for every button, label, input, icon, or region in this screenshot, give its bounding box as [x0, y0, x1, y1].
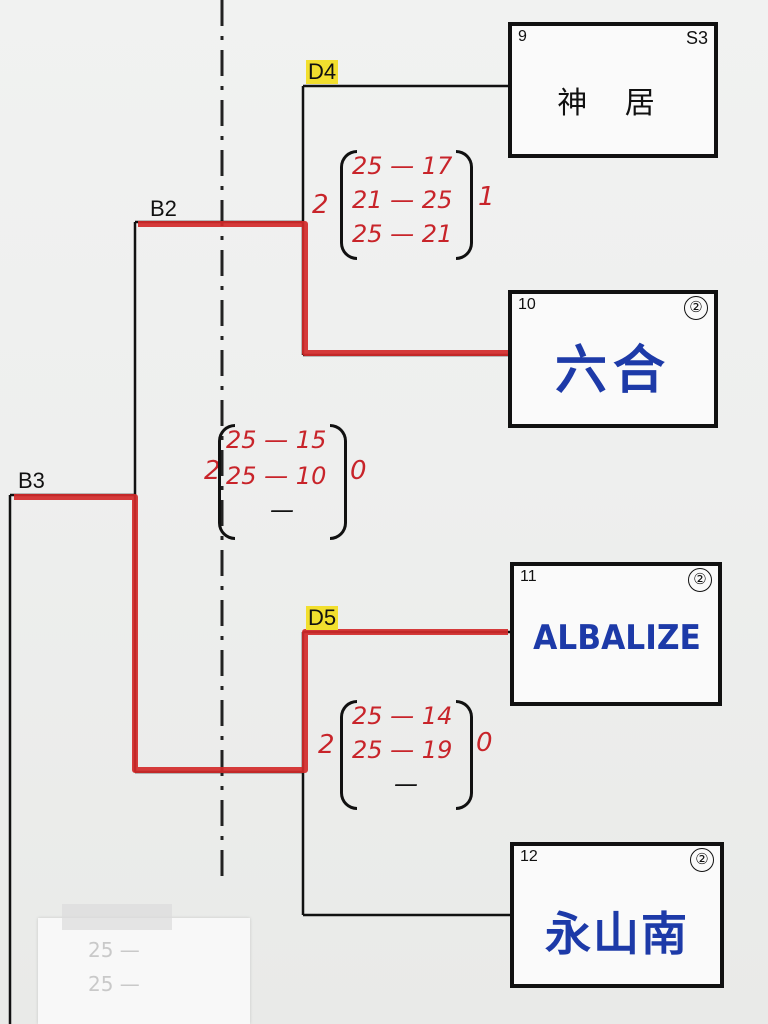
score-set-1: 25 — 17 [352, 152, 453, 180]
masking-tape [62, 904, 172, 930]
team-box-12: 12 ② 永山南 [510, 842, 724, 988]
set-count-left: 2 [318, 730, 335, 760]
set-count-right: 0 [350, 456, 367, 486]
seed-number: 9 [518, 28, 527, 45]
round-label-b2: B2 [150, 196, 177, 221]
score-set-1: 25 — 14 [352, 702, 453, 730]
round-label-b3: B3 [18, 468, 45, 493]
winner-path-b3 [14, 494, 508, 773]
winner-paths [14, 221, 508, 773]
bracket-paren-right [456, 150, 473, 260]
score-set-3: — [394, 770, 418, 798]
team-box-11: 11 ② ALBALIZE [510, 562, 722, 706]
team-box-9: 9 S3 神 居 [508, 22, 718, 158]
seed-badge: ② [688, 568, 712, 592]
seed-badge: S3 [685, 28, 708, 48]
seed-badge: ② [684, 296, 708, 320]
seed-badge: ② [690, 848, 714, 872]
score-set-2: 25 — 19 [352, 736, 453, 764]
team-name: 永山南 [545, 907, 689, 961]
team-name: 六合 [554, 341, 671, 401]
set-count-left: 2 [204, 456, 221, 486]
seed-number: 12 [520, 848, 538, 865]
score-set-3: 25 — 21 [352, 220, 453, 248]
set-count-right: 0 [476, 728, 493, 758]
score-set-2: 25 — 10 [226, 462, 327, 490]
score-set-1: 25 — 15 [226, 426, 327, 454]
seed-number: 11 [520, 568, 537, 585]
seed-number: 10 [518, 296, 536, 313]
scrap-line-2: 25 — [88, 972, 140, 996]
paper-scrap: 25 — 25 — [38, 918, 250, 1024]
team-box-10: 10 ② 六合 [508, 290, 718, 428]
winner-path-d4 [138, 221, 508, 356]
team-name: ALBALIZE [533, 618, 701, 658]
bracket-paren-right [330, 424, 347, 540]
bracket-paren-right [456, 700, 473, 810]
scrap-line-1: 25 — [88, 938, 140, 962]
round-label-d5: D5 [306, 605, 339, 630]
round-label-d4: D4 [306, 59, 339, 84]
score-set-3: — [270, 496, 294, 524]
score-set-2: 21 — 25 [352, 186, 453, 214]
set-count-left: 2 [312, 190, 329, 220]
team-name: 神 居 [557, 86, 669, 121]
set-count-right: 1 [478, 182, 495, 212]
